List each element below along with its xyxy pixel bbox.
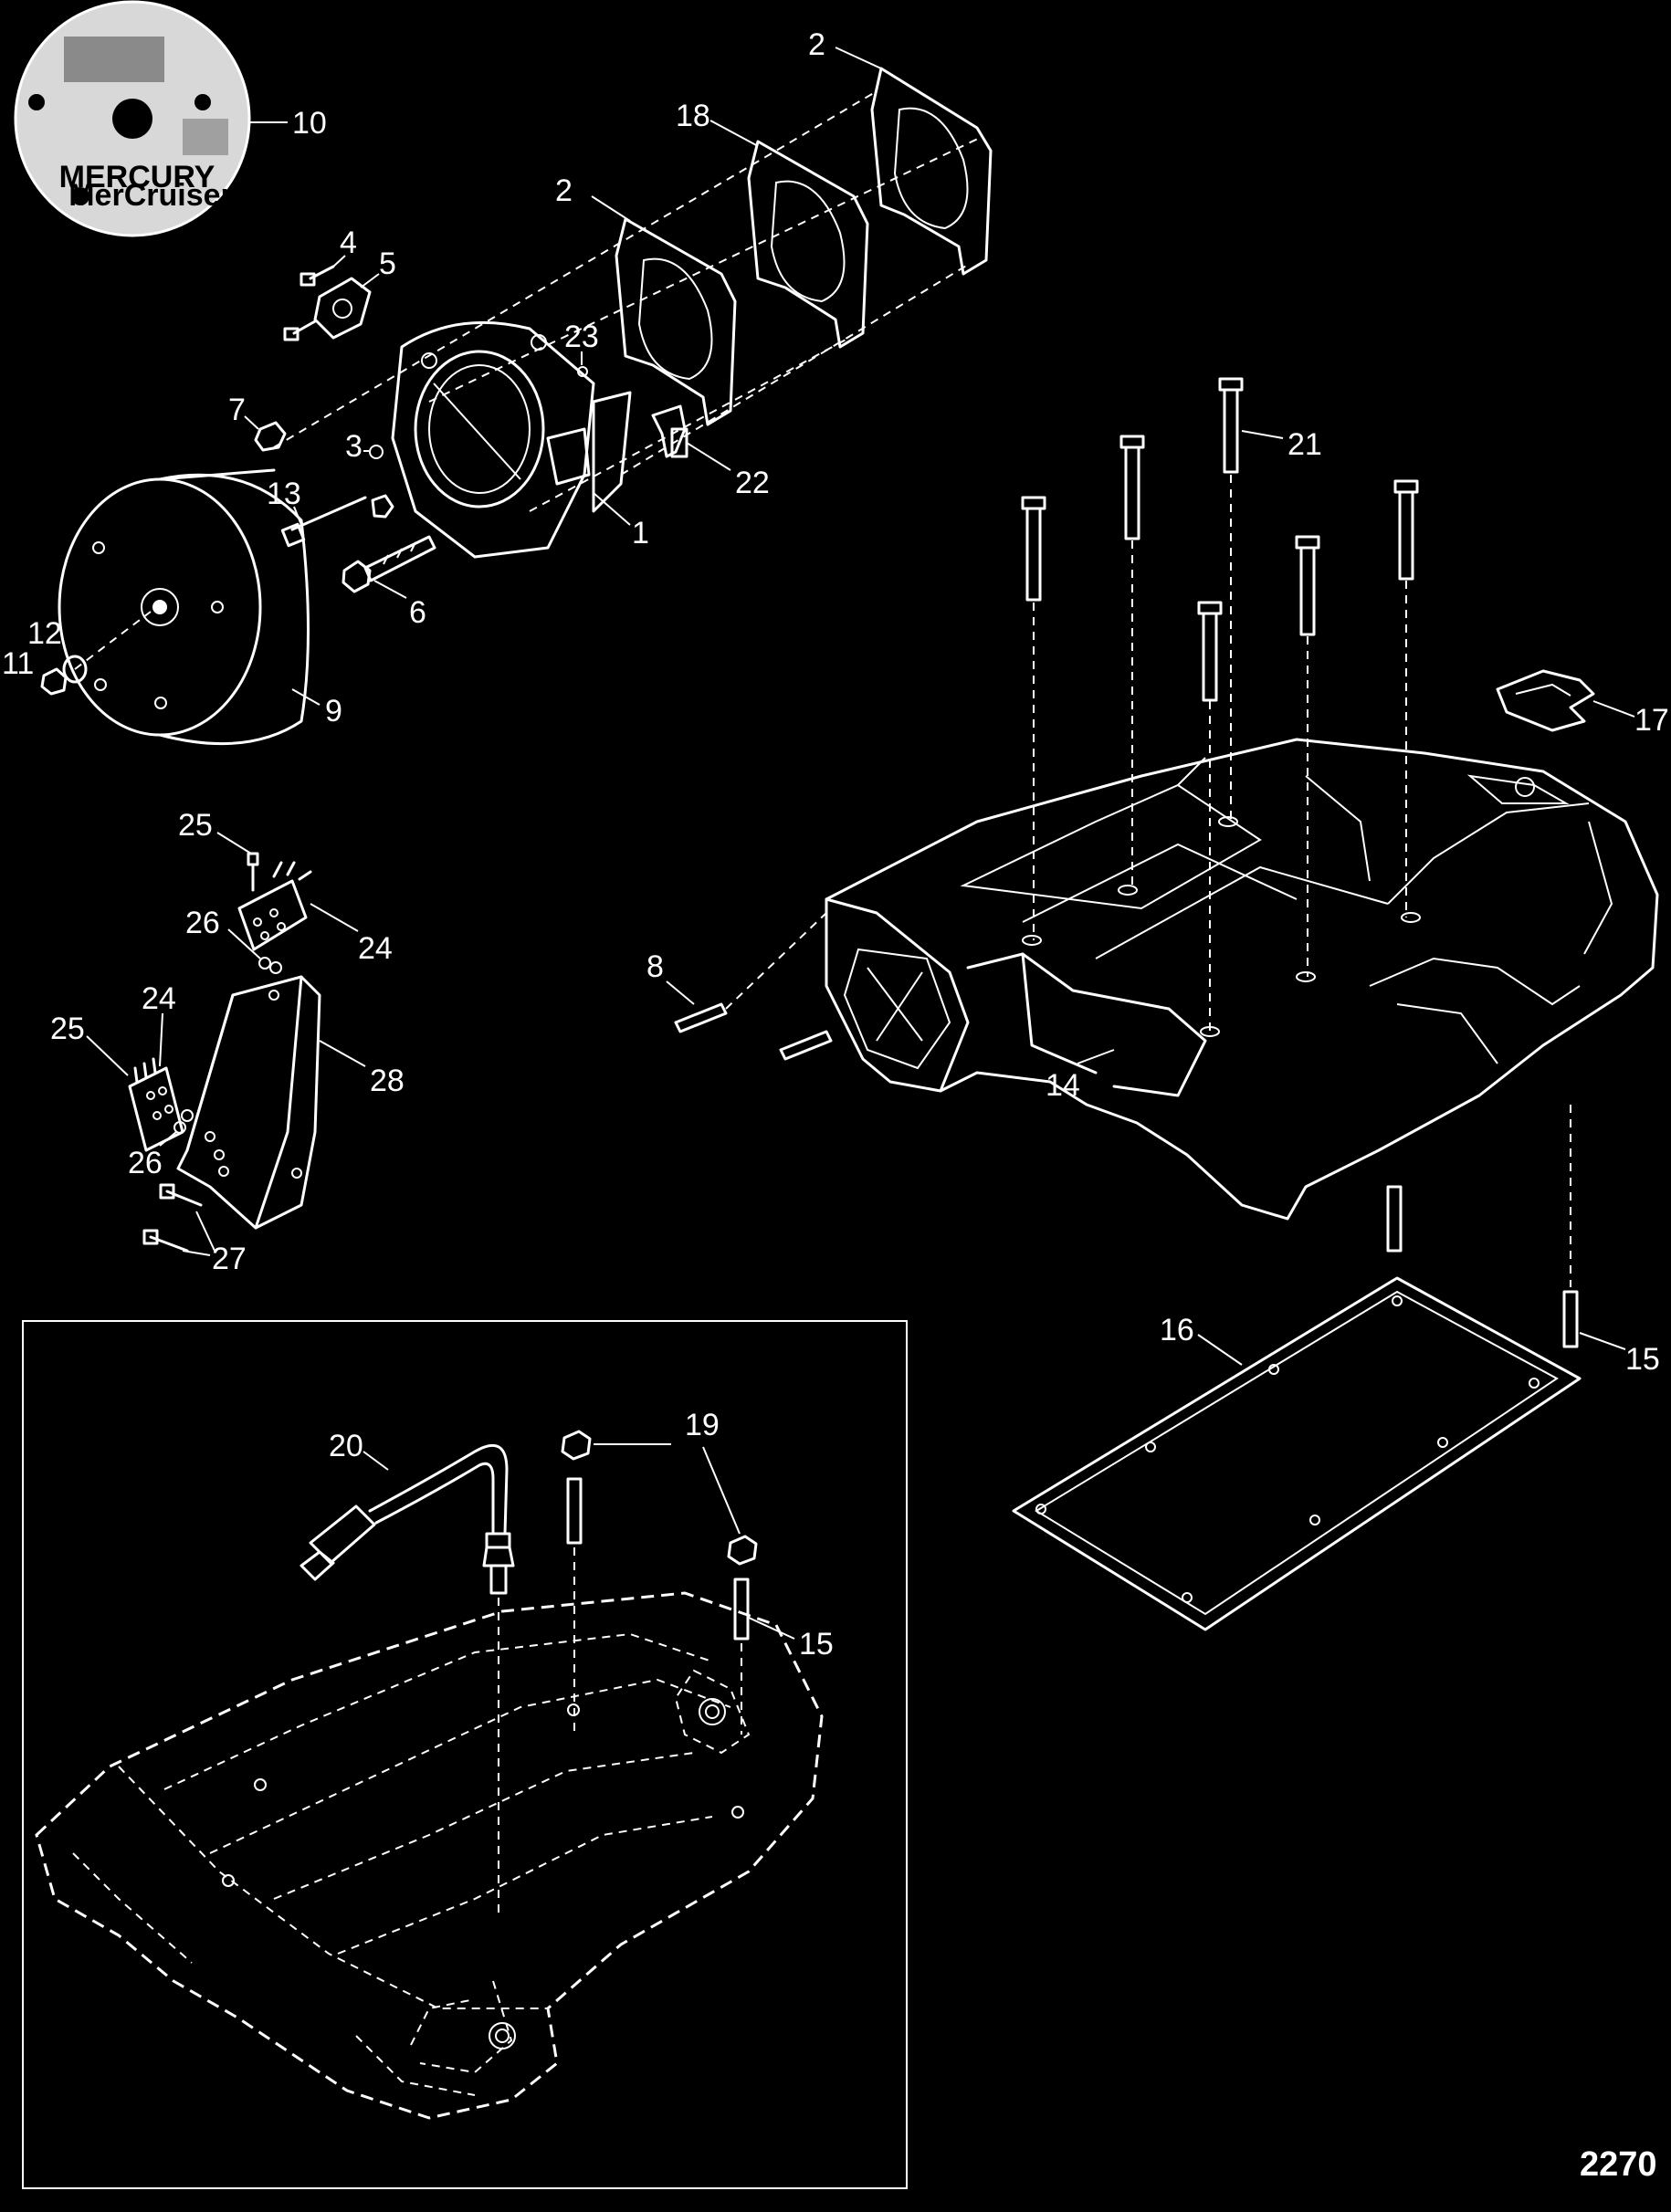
decal-sub: MerCruiser (68, 178, 233, 213)
gasket-part-18 (747, 140, 869, 349)
studs-part-15-right (1386, 1105, 1579, 1348)
screws-part-27 (142, 1183, 203, 1253)
gasket-part-16 (1012, 1276, 1582, 1631)
callout-2-lower: 2 (555, 173, 573, 208)
callout-15-inset: 15 (799, 1627, 834, 1662)
intake-plenum-part-14 (825, 738, 1659, 1221)
bolt-21-e (1295, 535, 1320, 977)
callout-20: 20 (329, 1429, 363, 1463)
callout-8: 8 (646, 949, 664, 984)
callout-25-top: 25 (178, 808, 213, 843)
bolt-21-b (1119, 435, 1145, 890)
callout-11: 11 (2, 646, 34, 681)
washer-part-3 (369, 445, 384, 459)
callout-26-top: 26 (185, 906, 220, 940)
bolt-21-d (1197, 601, 1223, 1032)
callout-25-lower: 25 (50, 1012, 85, 1046)
temp-sensor-part-20 (300, 1443, 515, 1917)
nuts-part-19 (561, 1430, 758, 1566)
callout-1: 1 (632, 516, 649, 550)
callout-12: 12 (27, 616, 62, 651)
bolt-21-a (1021, 496, 1046, 940)
callout-17: 17 (1634, 703, 1669, 738)
decal-disc-part-10: MERCURY MerCruiser (14, 0, 251, 237)
clip-part-17 (1496, 669, 1595, 732)
callout-27: 27 (212, 1242, 247, 1276)
fitting-part-22 (651, 404, 688, 458)
callout-19: 19 (685, 1408, 720, 1442)
bolts-part-21 (1021, 377, 1419, 1032)
nut-part-26-top (258, 957, 271, 970)
callout-16: 16 (1160, 1313, 1194, 1347)
flame-arrestor-part-9 (58, 468, 310, 746)
gasket-part-2-lower (615, 217, 737, 426)
nut-part-11 (40, 667, 68, 696)
callout-14: 14 (1046, 1068, 1080, 1103)
callout-22: 22 (735, 466, 770, 500)
gasket-part-2-top (870, 67, 993, 276)
callout-7: 7 (228, 393, 246, 427)
stud-part-13 (280, 494, 394, 548)
oring-part-23 (577, 366, 588, 377)
sensor-part-5 (313, 277, 372, 340)
callout-5: 5 (379, 246, 396, 281)
bolt-21-c (1218, 377, 1244, 822)
bolt-part-6 (342, 535, 436, 593)
callout-10: 10 (292, 106, 327, 141)
callout-15-right: 15 (1625, 1342, 1660, 1377)
nut-part-26-lower (173, 1121, 186, 1134)
callout-24-top: 24 (358, 931, 393, 966)
decal-brand: MERCURY (59, 160, 215, 194)
washer-part-12 (62, 655, 88, 684)
screw-part-4 (283, 265, 335, 341)
studs-part-8 (674, 912, 833, 1061)
callout-18: 18 (676, 99, 710, 133)
callout-21: 21 (1287, 427, 1322, 462)
mounting-bracket-part-28 (176, 975, 321, 1230)
callout-24-lower: 24 (142, 981, 176, 1016)
callout-3: 3 (345, 429, 363, 464)
callout-9: 9 (325, 694, 342, 729)
callout-23: 23 (564, 320, 599, 354)
callout-28: 28 (370, 1064, 405, 1098)
screw-part-25-top (247, 852, 259, 892)
bolt-21-f (1393, 479, 1419, 917)
nut-part-7 (254, 421, 287, 452)
lower-intake-manifold (35, 1591, 824, 2120)
callout-2-top: 2 (808, 27, 825, 62)
throttle-body-part-1 (391, 320, 632, 559)
callout-4: 4 (340, 225, 357, 260)
callout-6: 6 (409, 595, 426, 630)
bracket-part-24-top (237, 861, 312, 951)
bracket-part-24-lower (128, 1057, 184, 1152)
callout-26-lower: 26 (128, 1146, 163, 1180)
inset-frame (22, 1320, 908, 2189)
drawing-number: 2270 (1580, 2145, 1657, 2184)
